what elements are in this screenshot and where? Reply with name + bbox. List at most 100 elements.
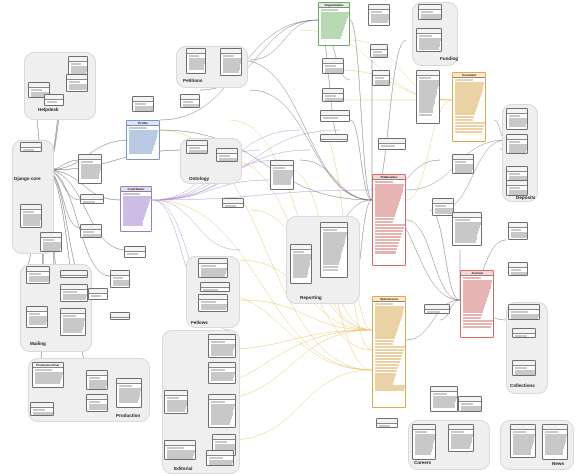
- field-row: [323, 259, 340, 262]
- field-row: [113, 283, 129, 286]
- field-row: [509, 190, 527, 193]
- field-row: [119, 394, 140, 397]
- field-row: [29, 316, 47, 319]
- field-row: [433, 402, 456, 405]
- field-row: [455, 121, 485, 125]
- field-row: [451, 440, 472, 443]
- table-header: [321, 223, 347, 229]
- field-row: [513, 440, 534, 443]
- field-row: [455, 130, 482, 134]
- field-row: [419, 104, 434, 107]
- field-row: [513, 449, 532, 452]
- field-row: [375, 244, 399, 248]
- field-row: [189, 54, 199, 58]
- field-row: [419, 76, 432, 80]
- field-row: [129, 136, 157, 139]
- field-row: [455, 100, 479, 103]
- field-row: [33, 408, 46, 412]
- model-table: [110, 270, 130, 288]
- field-row: [211, 400, 226, 404]
- model-table: [412, 424, 436, 460]
- fk-line: [45, 169, 111, 277]
- field-row: [323, 256, 341, 259]
- field-row: [81, 164, 101, 167]
- field-row: [223, 61, 241, 64]
- field-row: [123, 196, 151, 199]
- model-table: [320, 222, 348, 278]
- field-row: [455, 94, 481, 97]
- field-row: [129, 145, 154, 148]
- field-row: [69, 84, 87, 87]
- field-row: [451, 437, 473, 440]
- field-row: [63, 324, 84, 327]
- field-row: [209, 463, 233, 465]
- field-row: [119, 388, 141, 391]
- field-row: [31, 92, 49, 95]
- fk-line: [405, 299, 461, 341]
- model-table: [322, 88, 344, 102]
- table-header: [165, 441, 195, 447]
- field-row: [323, 232, 347, 235]
- group-label-ontology: Ontology: [189, 176, 210, 181]
- field-row: [455, 234, 478, 237]
- model-table-comment: Comment: [452, 72, 486, 142]
- table-header: [207, 451, 233, 457]
- field-row: [375, 76, 384, 80]
- field-row: [463, 298, 487, 301]
- table-header: [419, 5, 441, 11]
- table-header: [29, 83, 49, 89]
- field-row: [375, 211, 396, 214]
- model-table: [368, 4, 390, 26]
- field-row: [545, 449, 564, 452]
- field-row: [211, 410, 234, 413]
- field-row: [375, 238, 400, 242]
- field-row: [189, 146, 200, 150]
- field-row: [43, 248, 61, 251]
- fk-line: [159, 129, 373, 201]
- field-row: [375, 193, 402, 196]
- model-table: [432, 198, 454, 216]
- field-row: [321, 21, 346, 24]
- field-row: [545, 443, 565, 446]
- field-row: [321, 12, 349, 15]
- field-row: [123, 223, 143, 226]
- fk-line: [349, 19, 373, 201]
- field-row: [509, 176, 527, 179]
- field-row: [433, 396, 457, 399]
- field-row: [71, 72, 87, 75]
- field-row: [273, 173, 293, 176]
- model-table: [448, 424, 474, 452]
- field-row: [273, 170, 293, 173]
- table-header: [413, 425, 435, 431]
- field-row: [415, 452, 432, 455]
- table-header: [213, 435, 235, 441]
- model-table: [320, 110, 350, 122]
- field-row: [119, 400, 139, 403]
- model-table: [424, 304, 450, 314]
- table-header: [199, 295, 227, 301]
- field-row: [63, 318, 85, 321]
- table-header: [45, 95, 63, 101]
- table-header: [201, 283, 229, 289]
- field-row: [119, 391, 141, 394]
- model-table: [88, 288, 108, 300]
- model-table-profile: Profile: [126, 120, 160, 160]
- field-row: [211, 375, 235, 378]
- field-row: [63, 330, 83, 333]
- field-row: [211, 422, 231, 425]
- field-row: [371, 14, 389, 17]
- field-row: [511, 310, 528, 314]
- table-header: [209, 395, 235, 401]
- field-row: [167, 396, 180, 400]
- field-row: [455, 85, 484, 88]
- field-row: [375, 202, 399, 205]
- field-row: [135, 109, 153, 111]
- field-row: [167, 409, 186, 412]
- field-row: [455, 228, 480, 231]
- model-table: [164, 440, 196, 460]
- fk-line: [239, 59, 373, 201]
- table-header: [323, 59, 343, 65]
- field-row: [545, 430, 559, 434]
- field-row: [123, 192, 140, 196]
- field-row: [455, 78, 473, 82]
